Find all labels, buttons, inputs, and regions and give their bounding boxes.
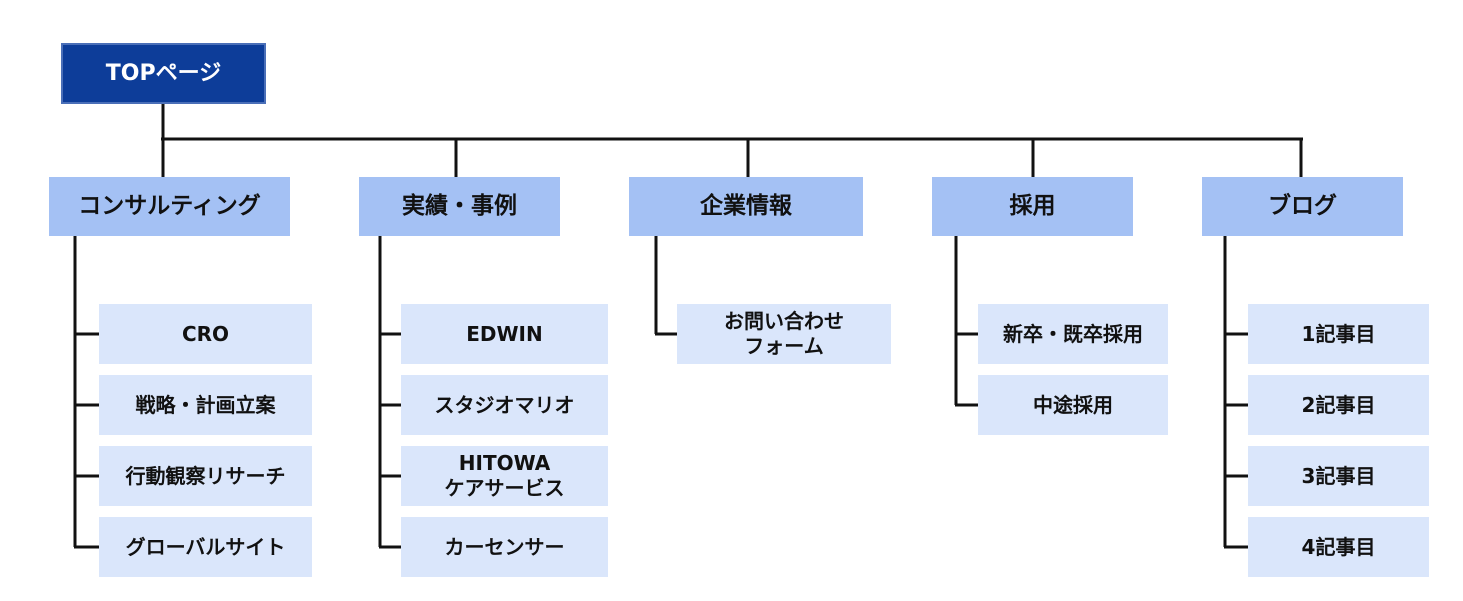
leaf-label: 戦略・計画立案	[135, 392, 276, 417]
leaf-label: 3記事目	[1301, 463, 1376, 488]
leaf-label: 行動観察リサーチ	[125, 463, 286, 488]
top-page-label: TOPページ	[105, 60, 222, 86]
leaf-label: 4記事目	[1301, 534, 1376, 559]
leaf-node: 中途採用	[978, 375, 1168, 435]
leaf-label: 2記事目	[1301, 392, 1376, 417]
leaf-label: 新卒・既卒採用	[1003, 321, 1143, 346]
leaf-node: EDWIN	[401, 304, 608, 364]
leaf-label: 1記事目	[1301, 321, 1376, 346]
leaf-node: 1記事目	[1248, 304, 1429, 364]
leaf-node: スタジオマリオ	[401, 375, 608, 435]
leaf-label: スタジオマリオ	[434, 392, 575, 417]
leaf-node: 2記事目	[1248, 375, 1429, 435]
leaf-node: 新卒・既卒採用	[978, 304, 1168, 364]
leaf-node: グローバルサイト	[99, 517, 312, 577]
leaf-label: HITOWA ケアサービス	[444, 451, 565, 500]
category-company: 企業情報	[629, 177, 863, 236]
category-label: コンサルティング	[78, 193, 261, 220]
leaf-node: 4記事目	[1248, 517, 1429, 577]
leaf-node: 行動観察リサーチ	[99, 446, 312, 506]
category-works: 実績・事例	[359, 177, 560, 236]
leaf-label: お問い合わせ フォーム	[724, 309, 844, 358]
leaf-label: 中途採用	[1033, 392, 1113, 417]
category-label: ブログ	[1268, 193, 1337, 220]
category-recruit: 採用	[932, 177, 1133, 236]
leaf-label: グローバルサイト	[125, 534, 286, 559]
category-label: 企業情報	[700, 193, 792, 220]
leaf-node: カーセンサー	[401, 517, 608, 577]
leaf-node: 3記事目	[1248, 446, 1429, 506]
leaf-node: CRO	[99, 304, 312, 364]
leaf-label: EDWIN	[466, 321, 543, 346]
leaf-node: 戦略・計画立案	[99, 375, 312, 435]
category-label: 採用	[1009, 193, 1056, 220]
category-label: 実績・事例	[402, 193, 517, 220]
category-blog: ブログ	[1202, 177, 1403, 236]
leaf-label: CRO	[181, 321, 230, 346]
top-page-node: TOPページ	[61, 43, 266, 104]
leaf-node: お問い合わせ フォーム	[677, 304, 891, 364]
leaf-node: HITOWA ケアサービス	[401, 446, 608, 506]
leaf-label: カーセンサー	[444, 534, 565, 559]
category-consulting: コンサルティング	[49, 177, 290, 236]
